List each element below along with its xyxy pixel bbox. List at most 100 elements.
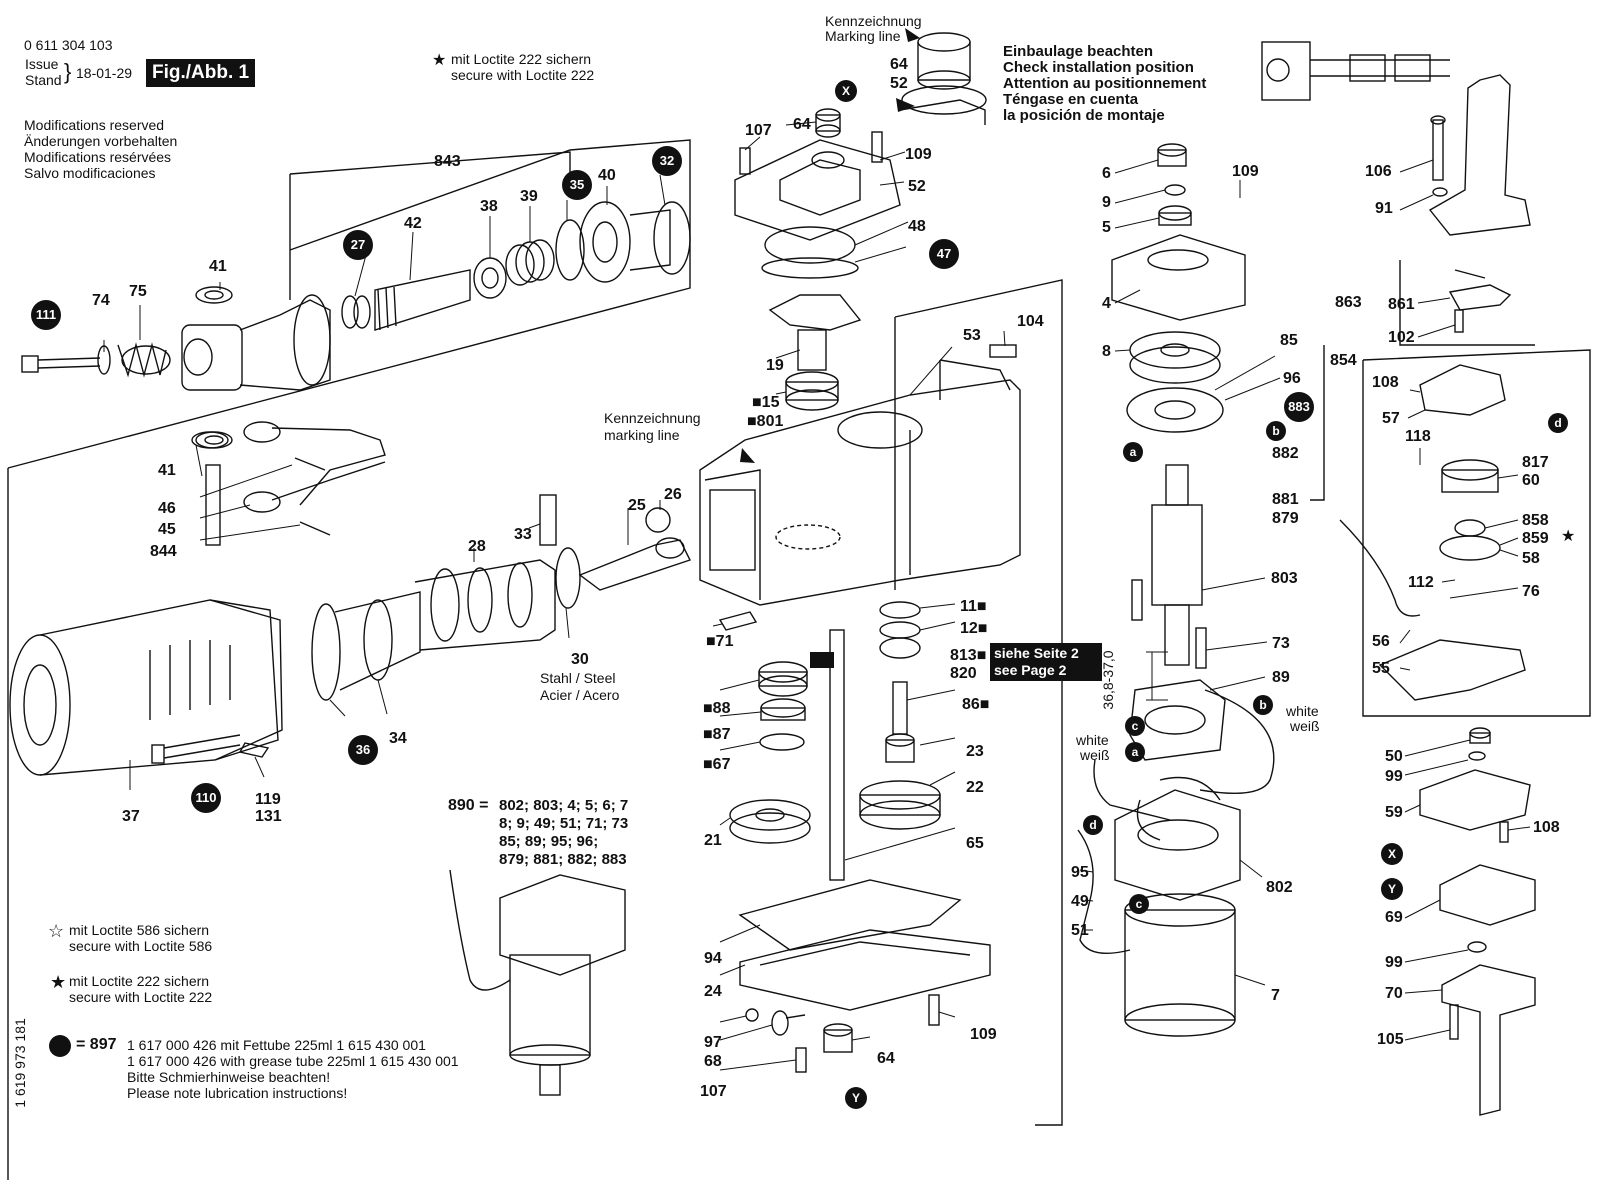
- part-109-screw-a: [871, 131, 883, 163]
- install-note-5: la posición de montaje: [1003, 107, 1165, 124]
- bracket-890: [1310, 345, 1325, 501]
- part-36-ring: [311, 603, 341, 701]
- part-45-46-levers: [243, 421, 386, 536]
- part-803-armature: [1151, 464, 1203, 666]
- part-67-circlip: [759, 733, 805, 751]
- star-icon-859: ★: [1561, 528, 1576, 545]
- part-32-oring: [653, 201, 691, 275]
- part-53-gear-housing: [699, 359, 1021, 606]
- label-49: 49: [1071, 893, 1089, 910]
- loctite-586-2: secure with Loctite 586: [69, 938, 213, 954]
- marking-top-1: Kennzeichnung: [825, 13, 922, 29]
- wire-letter-a-top: a: [1123, 442, 1143, 462]
- wire-letter-d-bottom: d: [1083, 815, 1103, 835]
- label-40: 40: [598, 167, 616, 184]
- modifications-line-2: Änderungen vorbehalten: [24, 133, 178, 149]
- dimension-value: 36,8-37,0: [1100, 650, 1116, 710]
- label-105: 105: [1377, 1031, 1404, 1048]
- part-70-handle: [1441, 964, 1536, 1116]
- label-22: 22: [966, 779, 984, 796]
- star-icon-legend: ★: [50, 972, 67, 992]
- part-52-cover: [734, 139, 901, 241]
- frame-863: [1399, 260, 1535, 346]
- label-37: 37: [122, 808, 140, 825]
- wire-letter-c-top: c: [1125, 716, 1145, 736]
- label-51: 51: [1071, 922, 1089, 939]
- part-6-nut: [1157, 143, 1187, 167]
- label-53: 53: [963, 327, 981, 344]
- part-28-piston: [414, 559, 556, 651]
- part-21-gear: [729, 799, 811, 844]
- label-882: 882: [1272, 445, 1299, 462]
- part-48-seal: [761, 226, 859, 279]
- part-73-screw: [1195, 627, 1207, 669]
- label-57: 57: [1382, 410, 1400, 427]
- install-note-3: Attention au positionnement: [1003, 75, 1207, 92]
- label-42: 42: [404, 215, 422, 232]
- label-50: 50: [1385, 748, 1403, 765]
- label-97: 97: [704, 1034, 722, 1051]
- label-108b: 108: [1533, 819, 1560, 836]
- brace: }: [64, 59, 72, 84]
- kit-890-line-4: 879; 881; 882; 883: [499, 851, 627, 868]
- label-817: 817: [1522, 454, 1549, 471]
- label-26: 26: [664, 486, 682, 503]
- label-854: 854: [1330, 352, 1357, 369]
- label-858: 858: [1522, 512, 1549, 529]
- white-right-2: weiß: [1290, 718, 1320, 734]
- part-38-bushing: [473, 257, 507, 299]
- label-813: 813■: [950, 647, 987, 664]
- part-110-screw: [151, 734, 241, 764]
- wire-95-49: [1077, 829, 1131, 954]
- part-86-shaft: [892, 681, 908, 735]
- modifications-line-3: Modifications resérvées: [24, 149, 172, 165]
- label-71: ■71: [706, 633, 734, 650]
- label-106: 106: [1365, 163, 1392, 180]
- part-40-flange: [579, 201, 671, 283]
- frame-843-bar: [289, 151, 571, 185]
- label-24: 24: [704, 983, 722, 1000]
- label-859: 859: [1522, 530, 1549, 547]
- loctite-222-2: secure with Loctite 222: [69, 989, 213, 1005]
- kit-890-line-1: 802; 803; 4; 5; 6; 7: [499, 797, 629, 814]
- part-34-sleeve: [334, 591, 421, 691]
- part-107-screw-b: [795, 1047, 807, 1073]
- label-4: 4: [1102, 295, 1111, 312]
- part-109-screw-b: [928, 994, 940, 1026]
- part-91-washer: [1432, 187, 1448, 197]
- part-number: 0 611 304 103: [24, 37, 113, 53]
- part-24-cover: [739, 929, 991, 1011]
- label-48: 48: [908, 218, 926, 235]
- label-87: ■87: [703, 726, 731, 743]
- part-41-chuck: [181, 286, 331, 449]
- label-102: 102: [1388, 329, 1415, 346]
- install-arrow: [896, 98, 915, 112]
- badge-47: 47: [929, 239, 959, 269]
- label-21: 21: [704, 832, 722, 849]
- part-4-housing: [1111, 234, 1246, 321]
- label-108a: 108: [1372, 374, 1399, 391]
- white-left-2: weiß: [1080, 747, 1110, 763]
- modifications-line-1: Modifications reserved: [24, 117, 165, 133]
- modifications-line-4: Salvo modificaciones: [24, 165, 156, 181]
- part-58-switch: [1439, 519, 1501, 561]
- label-820: 820: [950, 665, 977, 682]
- label-69: 69: [1385, 909, 1403, 926]
- white-right-1: white: [1286, 703, 1319, 719]
- issue-date: 18-01-29: [76, 65, 133, 81]
- badge-32: 32: [652, 146, 682, 176]
- material-2: Acier / Acero: [540, 687, 620, 703]
- wire-letter-d-top: d: [1548, 413, 1568, 433]
- label-88: ■88: [703, 700, 731, 717]
- grease-line-4: Please note lubrication instructions!: [127, 1085, 348, 1101]
- grease-line-1: 1 617 000 426 mit Fettube 225ml 1 615 43…: [127, 1037, 426, 1053]
- see-page-line-1: siehe Seite 2: [994, 645, 1079, 661]
- part-55-cover: [1378, 639, 1526, 701]
- wire-white-left: [1093, 759, 1171, 821]
- label-91: 91: [1375, 200, 1393, 217]
- badge-36: 36: [348, 735, 378, 765]
- label-15: ■15: [752, 394, 780, 411]
- label-11: 11■: [960, 598, 987, 615]
- badge-110: 110: [191, 783, 221, 813]
- grease-code: = 897: [76, 1036, 117, 1053]
